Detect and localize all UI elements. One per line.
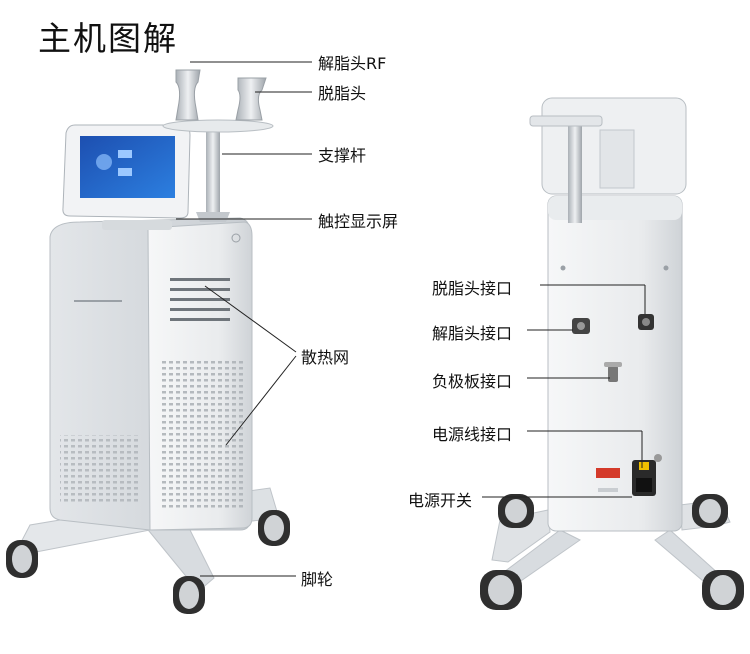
label-touch-screen: 触控显示屏 bbox=[318, 212, 399, 231]
label-power-switch: 电源开关 bbox=[408, 491, 473, 510]
label-fat-head-port: 脱脂头接口 bbox=[432, 279, 513, 298]
leader-lines bbox=[176, 61, 646, 577]
label-support-rod: 支撑杆 bbox=[318, 146, 367, 165]
front-handpieces bbox=[175, 69, 267, 121]
rear-power-panel bbox=[596, 454, 662, 496]
rear-screen-back bbox=[529, 97, 687, 223]
rear-negative-plate-port bbox=[604, 362, 622, 382]
front-cabinet bbox=[49, 217, 253, 531]
page-title: 主机图解 bbox=[38, 19, 178, 58]
rear-casters bbox=[480, 494, 744, 610]
label-power-cord-port: 电源线接口 bbox=[432, 425, 513, 444]
label-fat-head: 脱脂头 bbox=[318, 84, 367, 103]
front-touch-screen bbox=[62, 124, 191, 230]
rear-machine bbox=[480, 97, 744, 610]
rear-rf-head-port bbox=[572, 318, 590, 334]
front-casters bbox=[6, 510, 290, 614]
front-support-rod bbox=[162, 119, 274, 222]
label-rf-head: 解脂头RF bbox=[318, 54, 387, 73]
label-caster: 脚轮 bbox=[301, 570, 334, 589]
label-negative-plate-port: 负极板接口 bbox=[432, 372, 513, 391]
front-machine bbox=[6, 69, 290, 614]
label-rf-head-port: 解脂头接口 bbox=[432, 324, 513, 343]
rear-fat-head-port bbox=[638, 314, 654, 330]
label-heat-vent: 散热网 bbox=[301, 348, 350, 367]
